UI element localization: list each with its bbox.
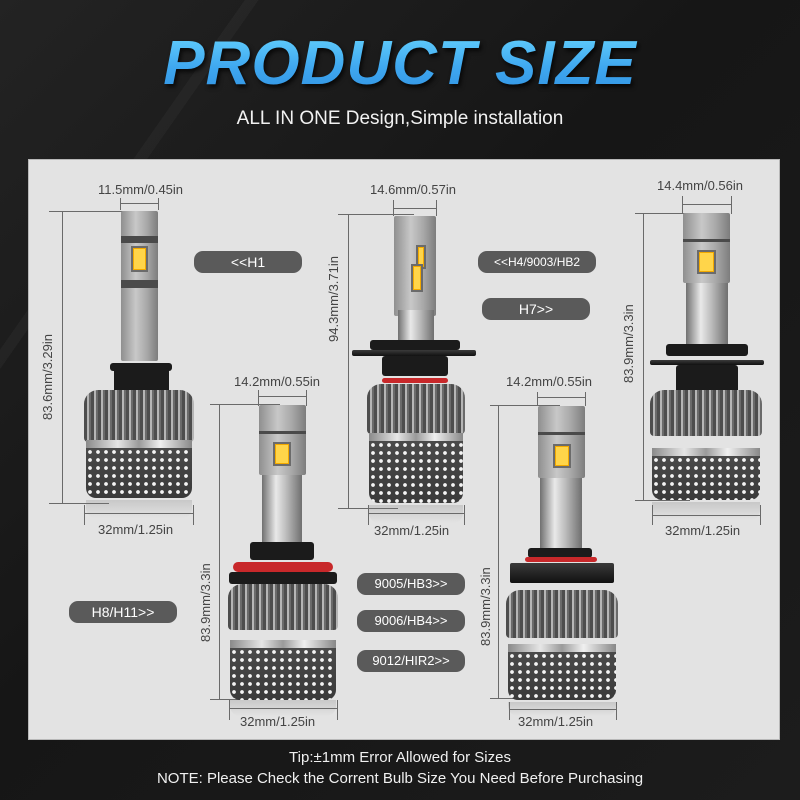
h1-height-label: 83.6mm/3.29in — [40, 334, 55, 420]
h7-width-line — [682, 204, 731, 205]
h7-height-label: 83.9mm/3.3in — [621, 304, 636, 383]
label-h7: H7>> — [482, 298, 590, 320]
9005-width-tick-left — [537, 392, 538, 406]
h4-width-tick-right — [436, 200, 437, 216]
9005-base-tick-left — [509, 702, 510, 720]
page-subtitle: ALL IN ONE Design,Simple installation — [236, 108, 564, 129]
9005-width-line — [537, 397, 585, 398]
label-h1: <<H1 — [194, 251, 302, 273]
h11-width-label: 14.2mm/0.55in — [234, 374, 320, 389]
9005-base-tick-right — [616, 702, 617, 720]
page-title: PRODUCT SIZE — [0, 28, 800, 99]
h7-base-label: 32mm/1.25in — [665, 523, 741, 538]
h11-base-line — [229, 708, 337, 709]
h1-height-top-line — [49, 211, 139, 212]
9005-height-top-line — [490, 405, 560, 406]
h7-height-top-line — [635, 213, 710, 214]
footer-tip: Tip:±1mm Error Allowed for Sizes — [289, 749, 511, 766]
h1-width-label: 11.5mm/0.45in — [98, 182, 184, 197]
h1-width-tick-left — [120, 198, 121, 210]
h1-base-line — [84, 513, 193, 514]
9005-height-line — [498, 405, 499, 699]
h4-base-line — [368, 513, 464, 514]
h4-height-line — [348, 214, 349, 509]
h4-base-tick-right — [464, 505, 465, 525]
h7-height-line — [643, 213, 644, 501]
h11-height-label: 83.9mm/3.3in — [198, 563, 213, 642]
footer-note: NOTE: Please Check the Corrent Bulb Size… — [156, 770, 644, 787]
h11-base-label: 32mm/1.25in — [240, 714, 316, 729]
h7-base-line — [652, 515, 760, 516]
h11-base-tick-left — [229, 700, 230, 720]
h1-base-tick-left — [84, 505, 85, 525]
h1-base-tick-right — [193, 505, 194, 525]
h7-width-label: 14.4mm/0.56in — [657, 178, 743, 193]
h11-height-top-line — [210, 404, 280, 405]
h11-width-line — [258, 396, 306, 397]
label-h4-9003-hb2: <<H4/9003/HB2 — [478, 251, 596, 273]
9005-base-label: 32mm/1.25in — [518, 714, 594, 729]
h4-height-top-line — [338, 214, 414, 215]
h11-base-tick-right — [337, 700, 338, 720]
h4-base-tick-left — [368, 505, 369, 525]
h7-height-bottom-line — [635, 500, 690, 501]
9005-width-label: 14.2mm/0.55in — [506, 374, 592, 389]
h11-width-tick-left — [258, 390, 259, 406]
h1-height-bottom-line — [49, 503, 109, 504]
h4-height-label: 94.3mm/3.71in — [326, 256, 341, 342]
h7-base-tick-right — [760, 505, 761, 525]
9005-width-tick-right — [585, 392, 586, 406]
h1-height-line — [62, 211, 63, 504]
h7-width-tick-left — [682, 196, 683, 214]
h4-width-label: 14.6mm/0.57in — [370, 182, 456, 197]
h1-width-tick-right — [158, 198, 159, 210]
h7-width-tick-right — [731, 196, 732, 214]
h1-base-label: 32mm/1.25in — [98, 522, 174, 537]
label-9006-hb4: 9006/HB4>> — [357, 610, 465, 632]
h1-width-line — [120, 203, 158, 204]
9005-height-label: 83.9mm/3.3in — [478, 567, 493, 646]
h4-width-line — [393, 208, 436, 209]
h11-width-tick-right — [306, 390, 307, 406]
label-9012-hir2: 9012/HIR2>> — [357, 650, 465, 672]
9005-base-line — [509, 709, 616, 710]
h4-base-label: 32mm/1.25in — [374, 523, 450, 538]
h11-height-line — [219, 404, 220, 700]
label-h8-h11: H8/H11>> — [69, 601, 177, 623]
label-9005-hb3: 9005/HB3>> — [357, 573, 465, 595]
